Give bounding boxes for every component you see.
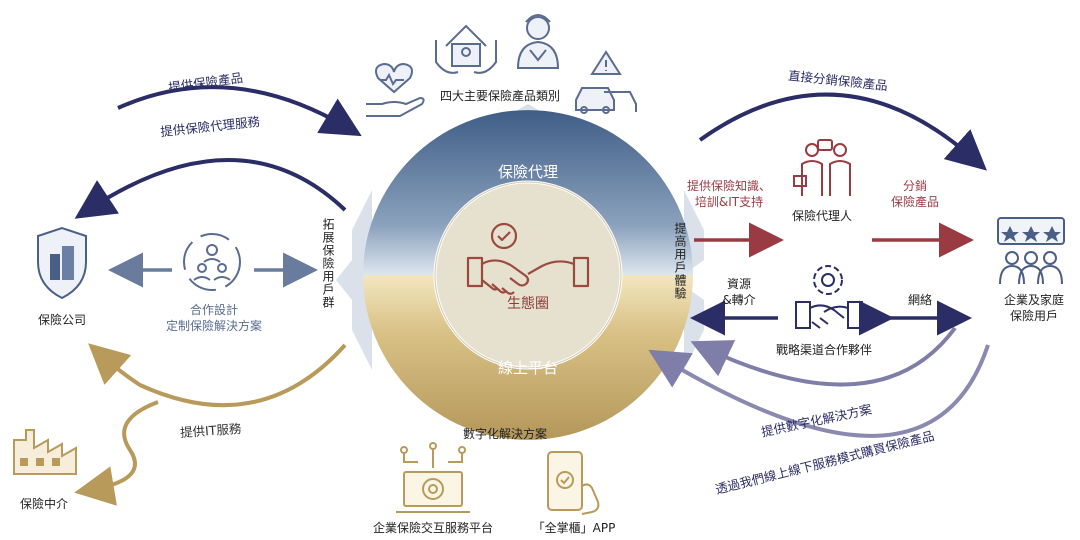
- center-bottom-label: 線上平台: [497, 359, 559, 377]
- app-label: 「全掌櫃」APP: [532, 521, 616, 535]
- arrow-label-right: 提高用戶體驗: [673, 222, 687, 300]
- arrow-purchase-online-offline: [648, 344, 990, 438]
- handshake-icon: [466, 222, 590, 295]
- center-middle-label: 生態圈: [507, 296, 549, 312]
- arrow-label-left: 拓展保險用戶群: [321, 218, 335, 309]
- arrow-label-down: 數字化解決方案: [462, 427, 548, 441]
- agent-label: 保險代理人: [791, 209, 853, 223]
- arrow-direct-distribution: [698, 92, 987, 171]
- arrow-label-up: 四大主要保險產品類別: [439, 89, 561, 103]
- mobile-app-icon: [547, 451, 600, 515]
- users-label: 企業及家庭 保險用戶: [1003, 293, 1064, 323]
- arrow-digital-solutions: [690, 326, 957, 387]
- intermediary-label: 保險中介: [19, 497, 69, 511]
- distribute-products-label: 分銷 保險產品: [890, 179, 939, 209]
- arrow-provide-agency-service: [74, 158, 347, 219]
- insurance-company-icon: [37, 226, 87, 300]
- center-top-label: 保險代理: [497, 163, 559, 181]
- platform-icon: [396, 442, 470, 513]
- central-circle: [363, 110, 693, 440]
- network-label: 網絡: [907, 293, 933, 307]
- worker-icon: [516, 14, 560, 69]
- insurance-company-label: 保險公司: [37, 313, 87, 327]
- home-icon: [435, 24, 497, 74]
- enterprise-family-users-icon: [997, 217, 1065, 285]
- arrow-provide-products: [117, 85, 362, 137]
- collaboration-title: 合作設計: [189, 303, 239, 317]
- health-icon: [366, 62, 425, 117]
- insurance-agent-icon: [793, 139, 851, 196]
- collaboration-subtitle: 定制保險解決方案: [165, 319, 263, 333]
- factory-icon: [13, 429, 77, 475]
- car-accident-icon: [575, 50, 637, 114]
- resources-label: 資源 &轉介: [722, 277, 756, 307]
- collaboration-icon: [183, 233, 241, 291]
- arrow-it-service: [88, 343, 347, 408]
- platform-label: 企業保險交互服務平台: [372, 521, 494, 535]
- partners-label: 戰略渠道合作夥伴: [775, 343, 873, 357]
- agent-support-label: 提供保險知識、 培訓&IT支持: [686, 179, 771, 209]
- partner-handshake-icon: [795, 265, 863, 329]
- arrow-to-intermediary: [74, 400, 159, 506]
